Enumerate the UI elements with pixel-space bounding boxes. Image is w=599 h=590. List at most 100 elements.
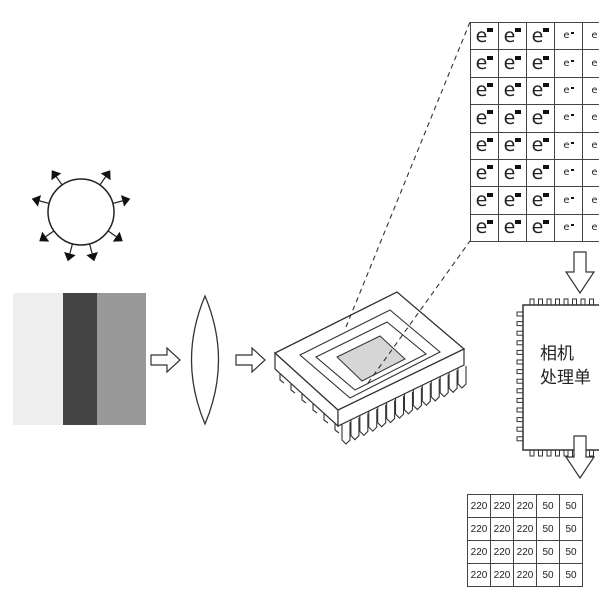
sensor-pixel: e bbox=[554, 49, 583, 77]
sun-ray-arrowhead bbox=[113, 232, 123, 242]
charge-mark bbox=[571, 60, 574, 62]
sensor-pixel: e bbox=[498, 22, 527, 50]
charge-mark bbox=[515, 193, 521, 197]
pixel-value-cell: 50 bbox=[536, 517, 560, 541]
pixel-value-cell: 50 bbox=[536, 540, 560, 564]
sun-ray bbox=[39, 201, 49, 204]
charge-mark bbox=[543, 220, 549, 224]
pixel-value-cell: 220 bbox=[467, 494, 491, 518]
sensor-pixel: e bbox=[470, 132, 499, 160]
sensor-pixel: e bbox=[470, 214, 499, 242]
processor-pin bbox=[517, 312, 523, 316]
electron-symbol: e bbox=[476, 109, 488, 128]
chip-pin bbox=[342, 422, 350, 444]
processor-pin bbox=[539, 299, 543, 305]
electron-symbol: e bbox=[532, 54, 544, 73]
sensor-pixel: e bbox=[498, 159, 527, 187]
processor-pin bbox=[517, 331, 523, 335]
charge-mark bbox=[571, 32, 574, 34]
chip-pin bbox=[431, 379, 439, 401]
sun-ray bbox=[70, 244, 73, 254]
chip-pin bbox=[404, 392, 412, 414]
processor-pin bbox=[517, 322, 523, 326]
processor-pin bbox=[517, 427, 523, 431]
processor-pin bbox=[547, 450, 551, 456]
pixel-value-cell: 220 bbox=[467, 540, 491, 564]
electron-symbol: e bbox=[532, 218, 544, 237]
charge-mark bbox=[515, 138, 521, 142]
sensor-pixel: e bbox=[582, 22, 599, 50]
processor-pin bbox=[517, 370, 523, 374]
sensor-pixel: e bbox=[554, 104, 583, 132]
sensor-pixel: e bbox=[582, 132, 599, 160]
sensor-pixel: e bbox=[526, 49, 555, 77]
arrow-right-icon bbox=[151, 348, 180, 372]
electron-symbol: e bbox=[504, 54, 516, 73]
electron-symbol: e bbox=[591, 196, 597, 206]
charge-mark bbox=[571, 114, 574, 116]
charge-mark bbox=[487, 165, 493, 169]
chip-pin bbox=[387, 400, 395, 422]
processor-pin bbox=[547, 299, 551, 305]
charge-mark bbox=[487, 56, 493, 60]
charge-mark bbox=[571, 224, 574, 226]
sensor-pixel: e bbox=[470, 49, 499, 77]
charge-mark bbox=[543, 165, 549, 169]
processor-label-line1: 相机 bbox=[540, 344, 574, 364]
pixel-value-cell: 50 bbox=[559, 494, 583, 518]
electron-symbol: e bbox=[532, 164, 544, 183]
sensor-pixel: e bbox=[554, 22, 583, 50]
sensor-pixel: e bbox=[582, 77, 599, 105]
charge-mark bbox=[515, 83, 521, 87]
electron-symbol: e bbox=[532, 136, 544, 155]
charge-mark bbox=[487, 193, 493, 197]
sensor-pixel: e bbox=[498, 186, 527, 214]
electron-symbol: e bbox=[476, 191, 488, 210]
charge-mark bbox=[515, 28, 521, 32]
processor-pin bbox=[564, 450, 568, 456]
electron-symbol: e bbox=[504, 218, 516, 237]
stripe-light bbox=[13, 293, 63, 425]
sun-ray bbox=[100, 177, 106, 185]
electron-symbol: e bbox=[563, 168, 569, 178]
charge-mark bbox=[487, 110, 493, 114]
electron-symbol: e bbox=[563, 223, 569, 233]
electron-symbol: e bbox=[532, 81, 544, 100]
sensor-pixel: e bbox=[526, 22, 555, 50]
processor-pin bbox=[517, 437, 523, 441]
processor-pin bbox=[517, 379, 523, 383]
electron-symbol: e bbox=[532, 191, 544, 210]
electron-symbol: e bbox=[591, 31, 597, 41]
sensor-pixel: e bbox=[470, 159, 499, 187]
sensor-pixel: e bbox=[554, 186, 583, 214]
sensor-pixel: e bbox=[470, 77, 499, 105]
charge-mark bbox=[487, 28, 493, 32]
charge-mark bbox=[543, 56, 549, 60]
chip-pin bbox=[458, 366, 466, 388]
sensor-pixel: e bbox=[554, 77, 583, 105]
electron-symbol: e bbox=[591, 168, 597, 178]
pixel-value-cell: 50 bbox=[536, 494, 560, 518]
electron-symbol: e bbox=[563, 86, 569, 96]
chip-pin bbox=[351, 418, 359, 440]
pixel-value-cell: 220 bbox=[513, 517, 537, 541]
processor-pin bbox=[590, 450, 594, 456]
processor-pin bbox=[556, 450, 560, 456]
chip-pin bbox=[449, 370, 457, 392]
sensor-pixel: e bbox=[498, 104, 527, 132]
pixel-value-cell: 50 bbox=[559, 540, 583, 564]
electron-symbol: e bbox=[504, 109, 516, 128]
charge-mark bbox=[571, 142, 574, 144]
electron-symbol: e bbox=[563, 113, 569, 123]
sensor-pixel: e bbox=[554, 214, 583, 242]
electron-symbol: e bbox=[591, 113, 597, 123]
pixel-value-cell: 50 bbox=[559, 563, 583, 587]
electron-symbol: e bbox=[476, 164, 488, 183]
scene-object bbox=[13, 293, 146, 425]
processor-pin bbox=[517, 350, 523, 354]
electron-symbol: e bbox=[504, 81, 516, 100]
electron-symbol: e bbox=[563, 141, 569, 151]
processor-label-line2: 处理单 bbox=[540, 368, 591, 388]
processor-pin bbox=[517, 360, 523, 364]
